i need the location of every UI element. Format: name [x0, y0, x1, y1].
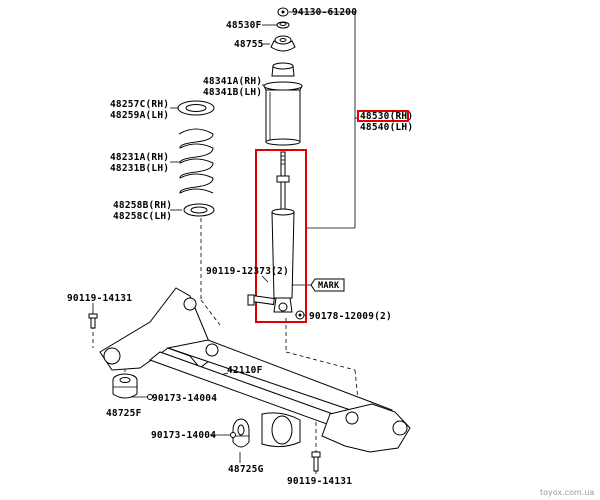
label-48341a[interactable]: 48341A(RH) — [203, 76, 262, 87]
label-90173-14004-lower[interactable]: 90173-14004 — [151, 430, 216, 441]
lower-bolt-icon — [311, 451, 321, 472]
label-90173-14004-left[interactable]: 90173-14004 — [152, 393, 217, 404]
label-48755[interactable]: 48755 — [234, 39, 264, 50]
mount-bolt-icon — [247, 294, 275, 306]
label-48540[interactable]: 48540(LH) — [360, 122, 413, 133]
bump-stop-icon — [263, 62, 303, 146]
watermark: toyox.com.ua — [540, 488, 594, 497]
bushing-top-icon — [270, 35, 296, 52]
left-bolt-icon — [88, 313, 98, 329]
label-42110f[interactable]: 42110F — [227, 365, 263, 376]
axle-beam-icon — [99, 287, 411, 453]
label-48258b[interactable]: 48258B(RH) — [113, 200, 172, 211]
label-48725g[interactable]: 48725G — [228, 464, 264, 475]
clip-left-icon — [147, 394, 153, 400]
clip-lower-icon — [230, 432, 236, 438]
washer-icon — [295, 310, 305, 320]
label-90119-12373[interactable]: 90119-12373(2) — [206, 266, 289, 277]
label-48341b[interactable]: 48341B(LH) — [203, 87, 262, 98]
label-48530f[interactable]: 48530F — [226, 20, 262, 31]
lower-seat-icon — [183, 203, 215, 217]
label-48725f[interactable]: 48725F — [106, 408, 142, 419]
coil-spring-icon — [178, 128, 214, 194]
upper-seat-icon — [177, 100, 215, 116]
left-bushing-icon — [112, 373, 138, 399]
top-nut-icon — [277, 7, 289, 17]
label-90119-14131-lower[interactable]: 90119-14131 — [287, 476, 352, 487]
label-94130-61200[interactable]: 94130-61200 — [292, 7, 357, 18]
label-48259a[interactable]: 48259A(LH) — [110, 110, 169, 121]
label-48530[interactable]: 48530(RH) — [360, 111, 413, 122]
label-90119-14131-left[interactable]: 90119-14131 — [67, 293, 132, 304]
label-48231a[interactable]: 48231A(RH) — [110, 152, 169, 163]
absorber-highlight-box — [255, 149, 307, 323]
label-48258c[interactable]: 48258C(LH) — [113, 211, 172, 222]
label-mark: MARK — [318, 281, 340, 291]
label-48231b[interactable]: 48231B(LH) — [110, 163, 169, 174]
mark-callout — [310, 278, 345, 292]
shock-absorber-icon — [271, 151, 295, 313]
top-retainer-icon — [276, 21, 290, 29]
label-48257c[interactable]: 48257C(RH) — [110, 99, 169, 110]
right-bushing-icon — [232, 418, 250, 448]
absorber-label-box — [357, 110, 409, 122]
label-90178-12009[interactable]: 90178-12009(2) — [309, 311, 392, 322]
